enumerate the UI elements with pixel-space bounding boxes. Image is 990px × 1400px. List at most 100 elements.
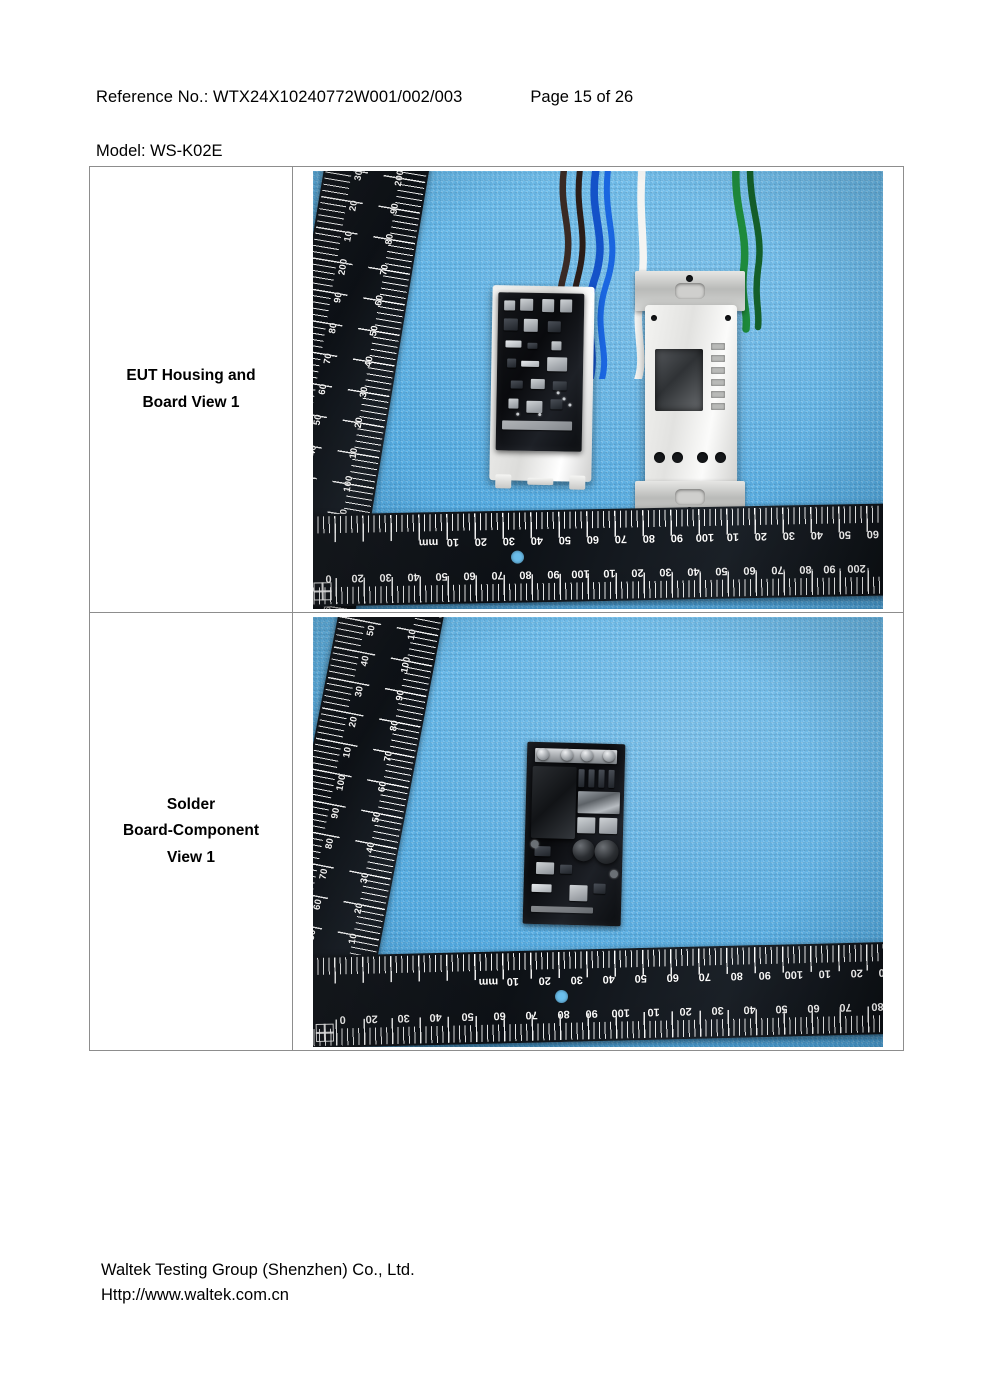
eut-pcb-board <box>495 292 585 452</box>
ruler-number: 90 <box>758 968 771 982</box>
ruler-number: 20 <box>347 199 361 213</box>
pcb-component <box>526 400 543 414</box>
ruler-number: 100 <box>695 530 715 544</box>
ruler-number: 20 <box>631 566 644 579</box>
relay-component <box>530 765 577 840</box>
ruler-number: 90 <box>670 531 684 544</box>
ruler-number: 50 <box>435 569 448 583</box>
pcb-component <box>508 398 519 409</box>
label-line: Board View 1 <box>142 393 240 411</box>
ruler-number: 20 <box>347 715 360 729</box>
yoke-slot <box>675 283 705 299</box>
ruler-number: 50 <box>838 528 852 541</box>
ruler-number: 70 <box>317 867 331 881</box>
ruler-number: 50 <box>461 1010 474 1023</box>
ruler-number: 90 <box>332 291 345 304</box>
ruler-number: 60 <box>373 294 386 307</box>
housing-vent <box>711 355 725 362</box>
page-number: Page 15 of 26 <box>530 88 634 106</box>
ruler-number: 10 <box>506 975 520 988</box>
housing-terminal-hole <box>715 452 726 463</box>
horizontal-ruler: mm 10 20 30 40 50 60 70 80 90 100 10 20 … <box>313 503 883 607</box>
ruler-number: 10 <box>603 566 616 579</box>
ruler-number: 80 <box>799 562 812 576</box>
ruler-number: 40 <box>364 841 378 854</box>
ruler-number: 40 <box>362 355 376 368</box>
pcb-component <box>504 300 516 311</box>
page-footer: Waltek Testing Group (Shenzhen) Co., Ltd… <box>101 1258 415 1308</box>
ruler-number: 60 <box>866 527 880 540</box>
ruler-number: mm <box>418 536 439 549</box>
ruler-number: 90 <box>329 806 343 820</box>
ruler-number: 30 <box>358 871 372 885</box>
housing-top-yoke <box>635 271 745 311</box>
pcb-terminal-block <box>577 817 596 834</box>
model-label: Model: WS-K02E <box>96 142 223 160</box>
ruler-number: 60 <box>463 569 476 582</box>
pcb-terminal-block <box>599 817 618 835</box>
ruler-number: 10 <box>341 745 355 759</box>
ruler-number: 10 <box>726 530 740 543</box>
electrolytic-capacitor <box>572 838 595 862</box>
ruler-number: 0 <box>339 1013 346 1026</box>
ruler-number: 40 <box>687 565 700 578</box>
pcb-component <box>560 299 573 313</box>
pcb-component <box>547 321 561 333</box>
ruler-number: 30 <box>352 685 366 698</box>
yoke-screw-hole <box>686 275 693 282</box>
ruler-number: mm <box>478 975 499 989</box>
ruler-number: 70 <box>614 532 628 545</box>
ruler-number: 30 <box>570 973 584 986</box>
ruler-number: 30 <box>782 529 796 542</box>
ruler-number: 0 <box>325 572 332 585</box>
pcb-component <box>520 298 534 311</box>
ruler-number: 40 <box>429 1010 442 1024</box>
pcb-component <box>501 420 573 431</box>
ruler-number: 90 <box>388 202 402 216</box>
ruler-number: 80 <box>642 531 656 545</box>
table-row: EUT Housing and Board View 1 30 20 10 <box>89 166 904 613</box>
pcb-component <box>547 357 568 372</box>
frame-foot <box>569 475 586 490</box>
ruler-number: 80 <box>557 1007 570 1021</box>
pcb-component <box>559 864 573 874</box>
ruler-number: 40 <box>530 534 544 547</box>
row-label-eut-housing: EUT Housing and Board View 1 <box>89 166 293 613</box>
housing-screw-hole <box>651 315 657 321</box>
ruler-number: 50 <box>634 971 647 985</box>
ruler-number: 20 <box>352 416 366 430</box>
ruler-number: 80 <box>383 232 397 246</box>
pcb-component <box>530 378 545 390</box>
ruler-number: 90 <box>547 567 560 581</box>
ruler-number: 80 <box>519 568 532 581</box>
photo-table: EUT Housing and Board View 1 30 20 10 <box>89 166 904 1051</box>
table-row: Solder Board-Component View 1 50 40 30 <box>89 612 904 1051</box>
ruler-number: 200 <box>847 561 866 575</box>
pcb-component <box>608 769 615 789</box>
ruler-number: 30 <box>502 534 516 547</box>
yoke-slot <box>675 489 705 505</box>
pcb-component <box>598 769 605 788</box>
pcb-component <box>523 318 538 332</box>
housing-vent <box>711 403 725 410</box>
ruler-number: 10 <box>647 1005 660 1018</box>
ruler-number: 70 <box>382 749 396 763</box>
ruler-number: 10 <box>446 535 460 548</box>
ruler-number: 70 <box>771 563 784 576</box>
ruler-number: 60 <box>493 1009 506 1022</box>
ruler-number: 60 <box>313 898 325 911</box>
ruler-number: 80 <box>326 321 340 335</box>
housing-screw-hole <box>725 315 731 321</box>
ruler-number: 80 <box>388 719 401 733</box>
row-label-solder-board: Solder Board-Component View 1 <box>89 612 293 1051</box>
ruler-number: 90 <box>585 1007 598 1020</box>
ruler-number: 10 <box>347 446 361 460</box>
horizontal-ruler: mm 10 20 30 40 50 60 70 80 90 100 10 20 … <box>313 941 883 1047</box>
ruler-brand-mark <box>313 582 332 601</box>
housing-vent <box>711 391 725 398</box>
ruler-number: 20 <box>850 966 863 979</box>
ruler-number: 20 <box>351 571 364 584</box>
pcb-component <box>535 862 555 875</box>
pcb-component <box>593 883 606 894</box>
solder-pad <box>568 403 572 407</box>
